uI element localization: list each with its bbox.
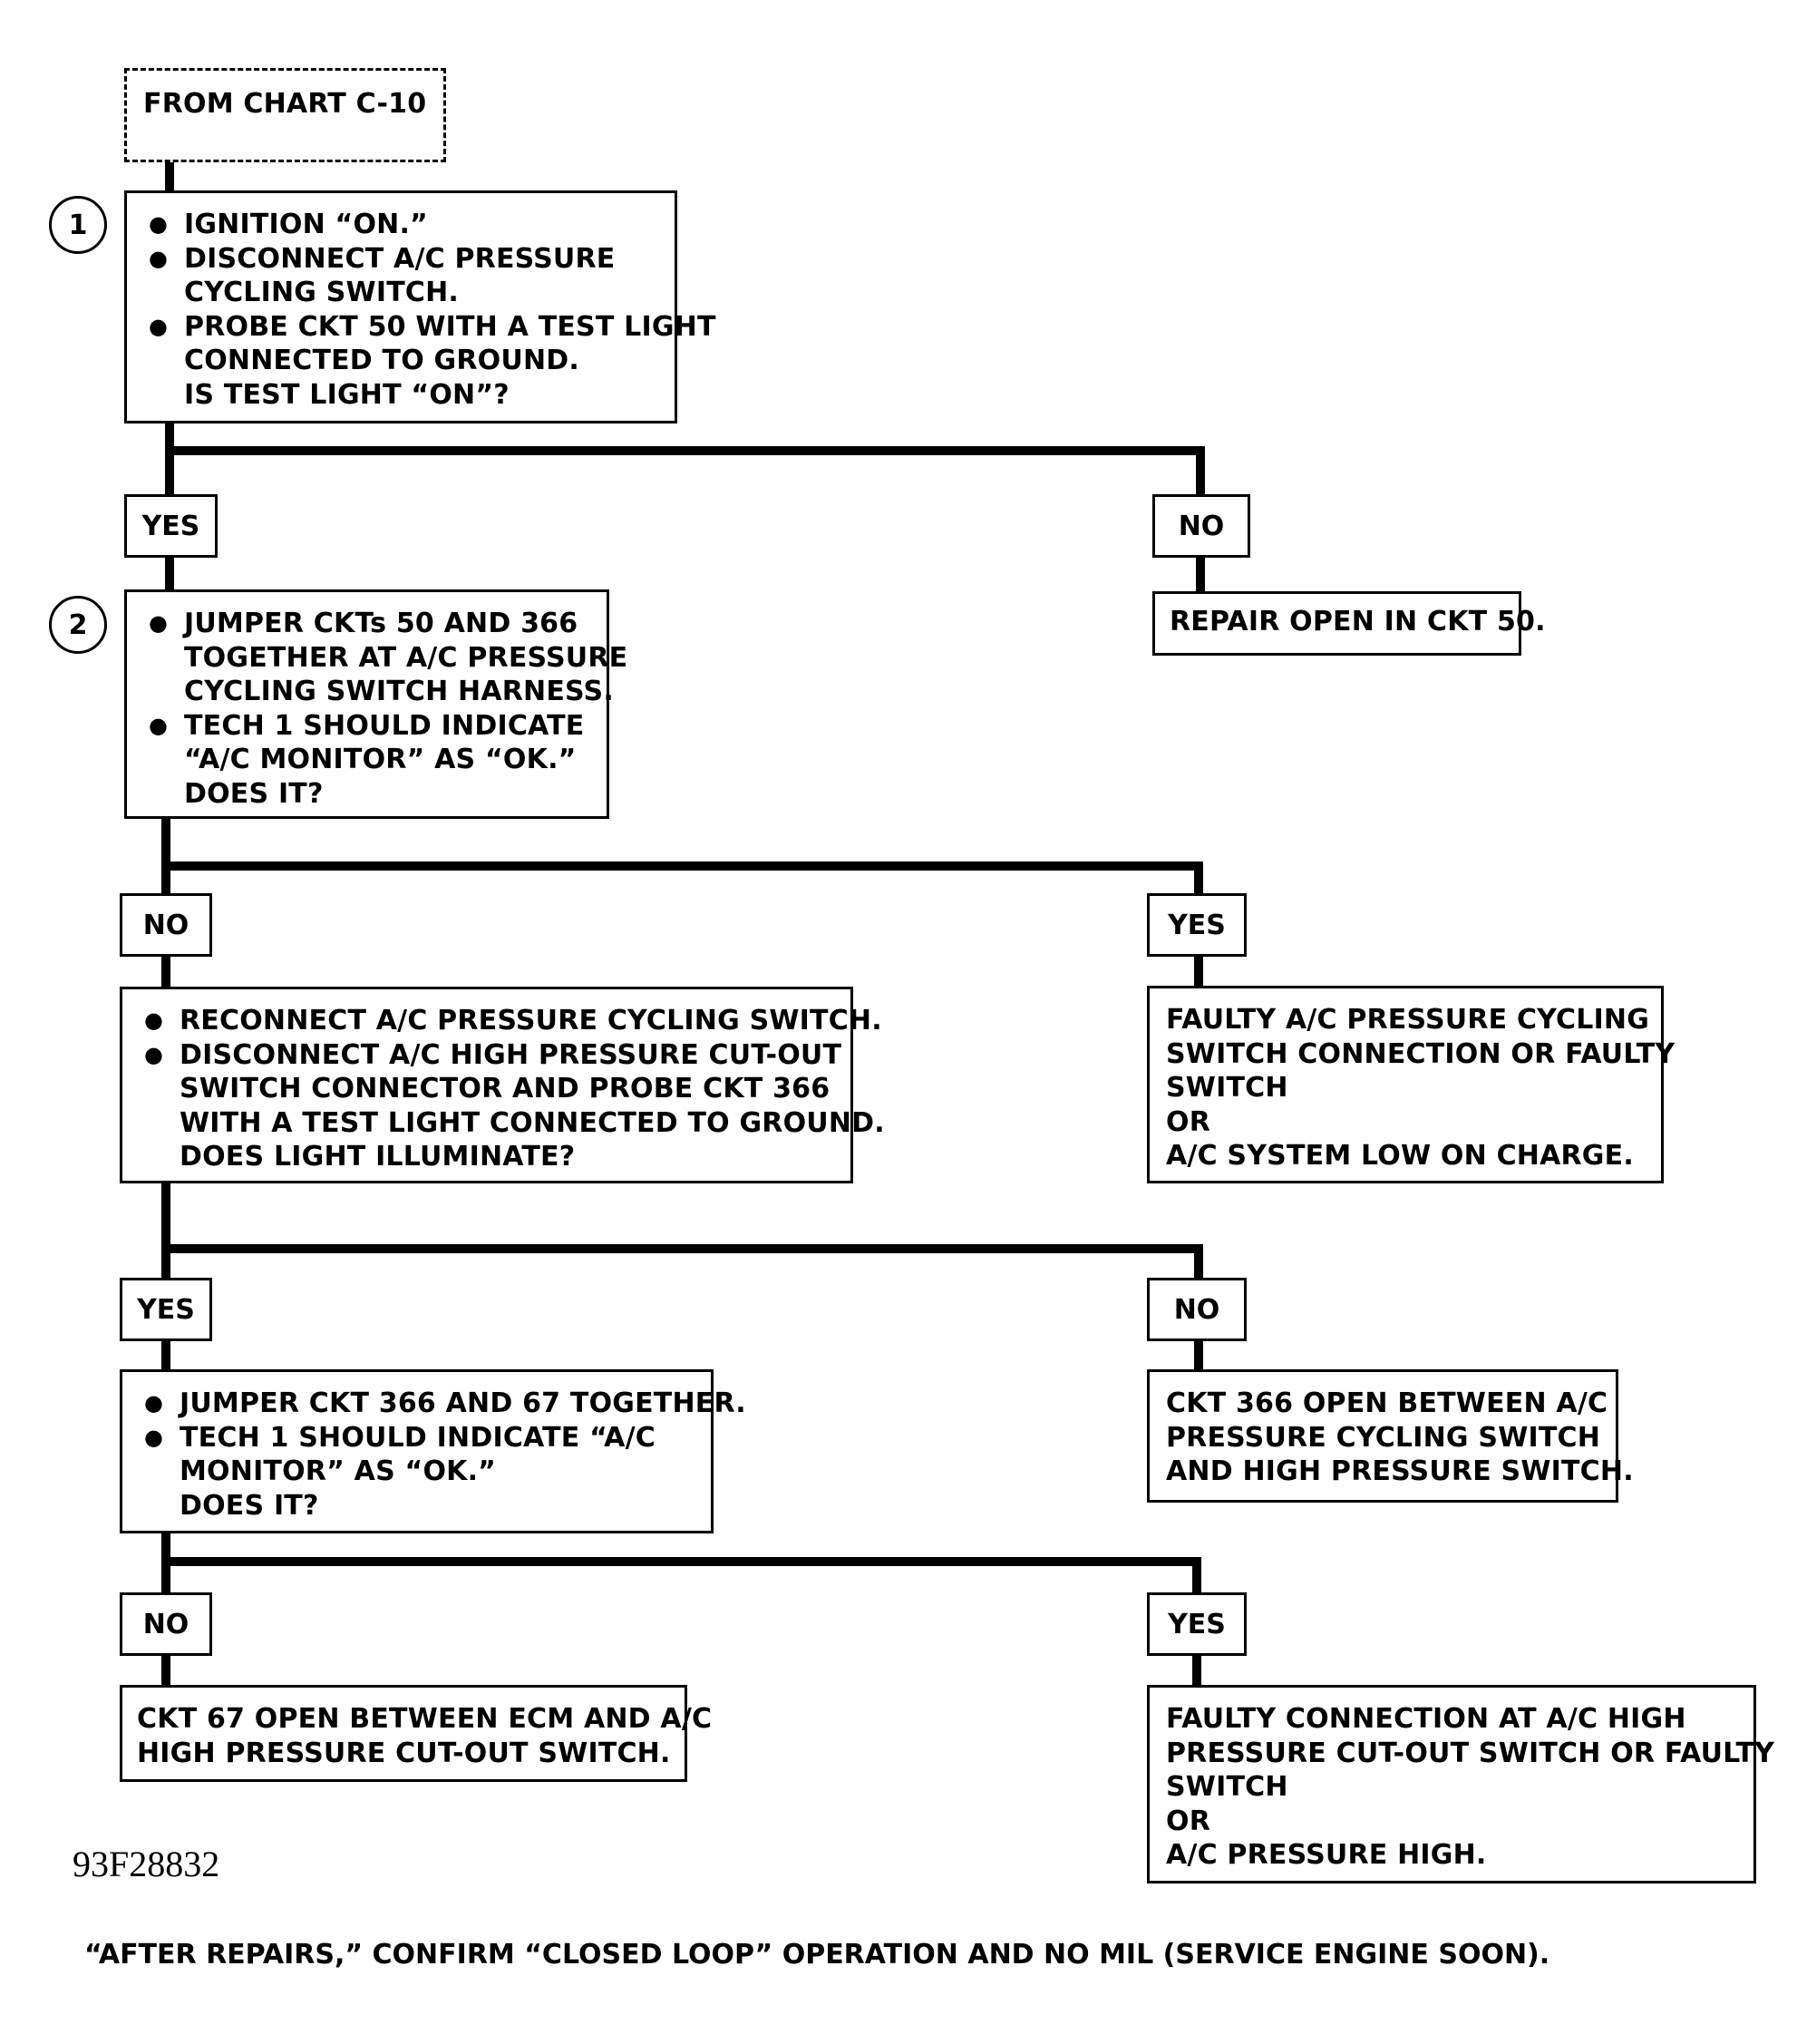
step-1-line: IGNITION “ON.” [141, 208, 675, 242]
result-2-line: A/C SYSTEM LOW ON CHARGE. [1166, 1140, 1634, 1172]
result-faulty-cycling-switch: FAULTY A/C PRESSURE CYCLING SWITCH CONNE… [1147, 986, 1676, 1183]
result-5-line: FAULTY CONNECTION AT A/C HIGH [1166, 1703, 1686, 1735]
result-5-line: PRESSURE CUT-OUT SWITCH OR FAULTY [1166, 1737, 1775, 1769]
step-4-line: TECH 1 SHOULD INDICATE “A/C [137, 1421, 711, 1455]
step-3-line: DOES LIGHT ILLUMINATE? [180, 1141, 576, 1173]
step-2-line: JUMPER CKTs 50 AND 366 [141, 607, 607, 641]
result-3-line: PRESSURE CYCLING SWITCH [1166, 1421, 1601, 1454]
step-3-line: RECONNECT A/C PRESSURE CYCLING SWITCH. [137, 1004, 882, 1038]
result-ckt-366-open: CKT 366 OPEN BETWEEN A/C PRESSURE CYCLIN… [1147, 1369, 1634, 1503]
step-1-number: 1 [68, 209, 88, 241]
step-2-number-circle: 2 [49, 596, 107, 654]
step-2-line: CYCLING SWITCH HARNESS. [184, 676, 614, 707]
figure-id: 93F28832 [73, 1844, 220, 1884]
step-3-line: SWITCH CONNECTOR AND PROBE CKT 366 [180, 1073, 831, 1105]
step-2-line: “A/C MONITOR” AS “OK.” [184, 744, 577, 775]
step-3-list: RECONNECT A/C PRESSURE CYCLING SWITCH. D… [137, 1004, 885, 1174]
step-3-box: RECONNECT A/C PRESSURE CYCLING SWITCH. D… [120, 987, 885, 1183]
step-1-line: CYCLING SWITCH. [184, 277, 459, 308]
result-4-line: HIGH PRESSURE CUT-OUT SWITCH. [137, 1737, 671, 1769]
result-repair-open-ckt-50: REPAIR OPEN IN CKT 50. [1152, 591, 1546, 656]
step-2-list: JUMPER CKTs 50 AND 366 TOGETHER AT A/C P… [141, 607, 628, 811]
branch-4-right-label: YES [1147, 1592, 1247, 1656]
result-4-line: CKT 67 OPEN BETWEEN ECM AND A/C [137, 1703, 713, 1735]
step-3-line: DISCONNECT A/C HIGH PRESSURE CUT-OUT [137, 1038, 850, 1073]
step-4-list: JUMPER CKT 366 AND 67 TOGETHER. TECH 1 S… [137, 1387, 746, 1523]
branch-3-left-label: YES [120, 1278, 212, 1341]
step-1-box: IGNITION “ON.” DISCONNECT A/C PRESSURE C… [124, 190, 715, 423]
branch-4-left-label: NO [120, 1592, 212, 1656]
result-ckt-67-open: CKT 67 OPEN BETWEEN ECM AND A/C HIGH PRE… [120, 1685, 713, 1782]
branch-1-left-label: YES [124, 494, 218, 558]
result-1-line: REPAIR OPEN IN CKT 50. [1170, 606, 1546, 638]
step-2-number: 2 [68, 608, 88, 641]
step-3-line: WITH A TEST LIGHT CONNECTED TO GROUND. [180, 1106, 885, 1139]
footnote: “AFTER REPAIRS,” CONFIRM “CLOSED LOOP” O… [84, 1939, 1550, 1971]
result-5-line: OR [1166, 1805, 1211, 1837]
branch-2-left-label: NO [120, 893, 212, 957]
branch-2-right-label: YES [1147, 893, 1247, 957]
result-2-line: SWITCH [1166, 1072, 1288, 1104]
result-5-line: SWITCH [1166, 1771, 1288, 1803]
result-2-line: FAULTY A/C PRESSURE CYCLING [1166, 1004, 1650, 1036]
result-3-line: AND HIGH PRESSURE SWITCH. [1166, 1455, 1634, 1487]
branch-3-right-label: NO [1147, 1278, 1247, 1341]
step-4-line: JUMPER CKT 366 AND 67 TOGETHER. [137, 1387, 746, 1421]
step-4-line: DOES IT? [180, 1489, 319, 1522]
start-box-label: FROM CHART C-10 [143, 88, 427, 120]
branch-1-right-label: NO [1152, 494, 1250, 558]
step-1-line: DISCONNECT A/C PRESSURE [141, 242, 675, 277]
step-2-line: DOES IT? [184, 777, 324, 810]
result-3-line: CKT 366 OPEN BETWEEN A/C [1166, 1387, 1608, 1419]
step-2-line: TOGETHER AT A/C PRESSURE [184, 641, 628, 674]
step-1-line: PROBE CKT 50 WITH A TEST LIGHT [141, 310, 715, 345]
step-4-line: MONITOR” AS “OK.” [180, 1455, 497, 1487]
result-faulty-cutout-switch: FAULTY CONNECTION AT A/C HIGH PRESSURE C… [1147, 1685, 1775, 1883]
step-1-number-circle: 1 [49, 196, 107, 254]
start-box: FROM CHART C-10 [124, 68, 446, 162]
step-4-box: JUMPER CKT 366 AND 67 TOGETHER. TECH 1 S… [120, 1369, 746, 1533]
step-1-list: IGNITION “ON.” DISCONNECT A/C PRESSURE C… [141, 208, 715, 412]
result-2-line: SWITCH CONNECTION OR FAULTY [1166, 1037, 1676, 1070]
step-1-line: CONNECTED TO GROUND. [184, 345, 579, 376]
step-2-line: TECH 1 SHOULD INDICATE [141, 709, 607, 744]
step-2-box: JUMPER CKTs 50 AND 366 TOGETHER AT A/C P… [124, 589, 628, 819]
step-1-line: IS TEST LIGHT “ON”? [184, 378, 510, 411]
result-2-line: OR [1166, 1105, 1211, 1138]
result-5-line: A/C PRESSURE HIGH. [1166, 1839, 1487, 1871]
